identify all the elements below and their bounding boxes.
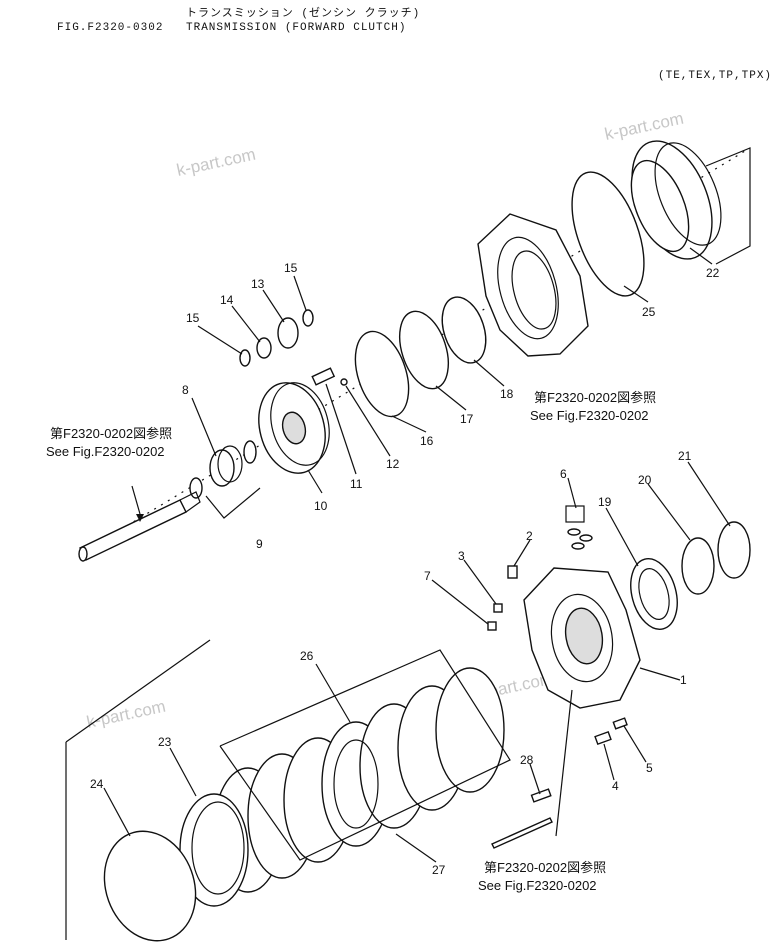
callout-9: 9 bbox=[256, 537, 263, 551]
callout-11: 11 bbox=[350, 477, 363, 491]
part-3-plug bbox=[493, 603, 503, 613]
leader-arrow bbox=[131, 485, 141, 515]
part-22-bearing bbox=[630, 140, 722, 260]
part-16-ring bbox=[354, 330, 410, 418]
callout-7: 7 bbox=[424, 569, 431, 583]
part-25-ring bbox=[571, 171, 645, 297]
reference-en-left: See Fig.F2320-0202 bbox=[46, 444, 165, 459]
callout-18: 18 bbox=[500, 387, 514, 401]
figure-number: FIG.F2320-0302 bbox=[57, 22, 164, 34]
part-12-ball bbox=[340, 378, 348, 386]
model-codes: (TE,TEX,TP,TPX) bbox=[658, 70, 773, 82]
part-21-ring bbox=[717, 521, 751, 579]
callout-14: 14 bbox=[220, 293, 234, 307]
callout-8: 8 bbox=[182, 383, 189, 397]
part-7-plug bbox=[487, 621, 497, 631]
part-2-plug bbox=[507, 565, 518, 579]
reference-en-bottom: See Fig.F2320-0202 bbox=[478, 878, 597, 893]
figure-title: TRANSMISSION (FORWARD CLUTCH) bbox=[186, 22, 407, 34]
callout-12: 12 bbox=[386, 457, 400, 471]
callout-2: 2 bbox=[526, 529, 533, 543]
part-19-bearing bbox=[630, 558, 678, 630]
leader-line bbox=[555, 689, 573, 837]
callout-21: 21 bbox=[678, 449, 692, 463]
callout-24: 24 bbox=[90, 777, 104, 791]
part-pin bbox=[491, 817, 553, 849]
part-28-spring bbox=[530, 788, 552, 803]
watermark: k-part.com bbox=[603, 109, 685, 144]
leader-lines bbox=[103, 247, 731, 863]
callout-1: 1 bbox=[680, 673, 687, 687]
leader-bracket bbox=[205, 487, 261, 519]
callout-10: 10 bbox=[314, 499, 328, 513]
part-23-piston bbox=[179, 793, 249, 907]
part-10-gear bbox=[258, 382, 330, 474]
reference-jp-upper-right: 第F2320-0202図参照 bbox=[534, 390, 656, 405]
leader-bracket bbox=[705, 147, 751, 265]
reference-jp-left: 第F2320-0202図参照 bbox=[50, 426, 172, 441]
part-13-gear bbox=[277, 317, 299, 349]
arrow-head bbox=[136, 514, 144, 522]
part-5-spring bbox=[612, 717, 628, 730]
part-17-ring bbox=[398, 310, 450, 390]
callout-26: 26 bbox=[300, 649, 314, 663]
part-shaft bbox=[78, 491, 201, 562]
callout-25: 25 bbox=[642, 305, 656, 319]
reference-en-upper-right: See Fig.F2320-0202 bbox=[530, 408, 649, 423]
part-20-ring bbox=[681, 537, 715, 595]
callout-13: 13 bbox=[251, 277, 265, 291]
reference-jp-bottom: 第F2320-0202図参照 bbox=[484, 860, 606, 875]
part-8-bearing bbox=[209, 445, 243, 487]
part-6-seals bbox=[565, 505, 593, 550]
part-housing-upper bbox=[477, 213, 589, 357]
callout-28: 28 bbox=[520, 753, 534, 767]
callout-3: 3 bbox=[458, 549, 465, 563]
watermark: k-part.com bbox=[175, 145, 257, 180]
callout-15-right: 15 bbox=[284, 261, 298, 275]
part-18-snap-ring bbox=[441, 296, 487, 364]
part-15-washer-right bbox=[302, 309, 314, 327]
callout-19: 19 bbox=[598, 495, 612, 509]
clutch-plate-stack bbox=[213, 667, 505, 893]
callout-22: 22 bbox=[706, 266, 720, 280]
header-subtitle-jp: トランスミッション (ゼンシン クラッチ) bbox=[186, 8, 421, 20]
callout-17: 17 bbox=[460, 412, 474, 426]
callout-20: 20 bbox=[638, 473, 652, 487]
callout-15-left: 15 bbox=[186, 311, 200, 325]
callout-27: 27 bbox=[432, 863, 446, 877]
part-9-snap-ring-left bbox=[189, 477, 203, 499]
plate-bracket bbox=[219, 649, 511, 861]
part-9-snap-ring-right bbox=[243, 440, 257, 464]
callout-23: 23 bbox=[158, 735, 172, 749]
part-15-washer-left bbox=[239, 349, 251, 367]
callout-4: 4 bbox=[612, 779, 619, 793]
leader-bracket bbox=[65, 639, 211, 743]
callout-16: 16 bbox=[420, 434, 434, 448]
part-1-housing bbox=[523, 567, 641, 709]
callout-6: 6 bbox=[560, 467, 567, 481]
part-11-pin bbox=[311, 367, 336, 386]
part-4-spring bbox=[594, 730, 612, 746]
callout-5: 5 bbox=[646, 761, 653, 775]
part-14-bearing bbox=[256, 337, 272, 359]
part-24-ring bbox=[103, 830, 197, 942]
watermark: k-part.com bbox=[85, 697, 167, 732]
